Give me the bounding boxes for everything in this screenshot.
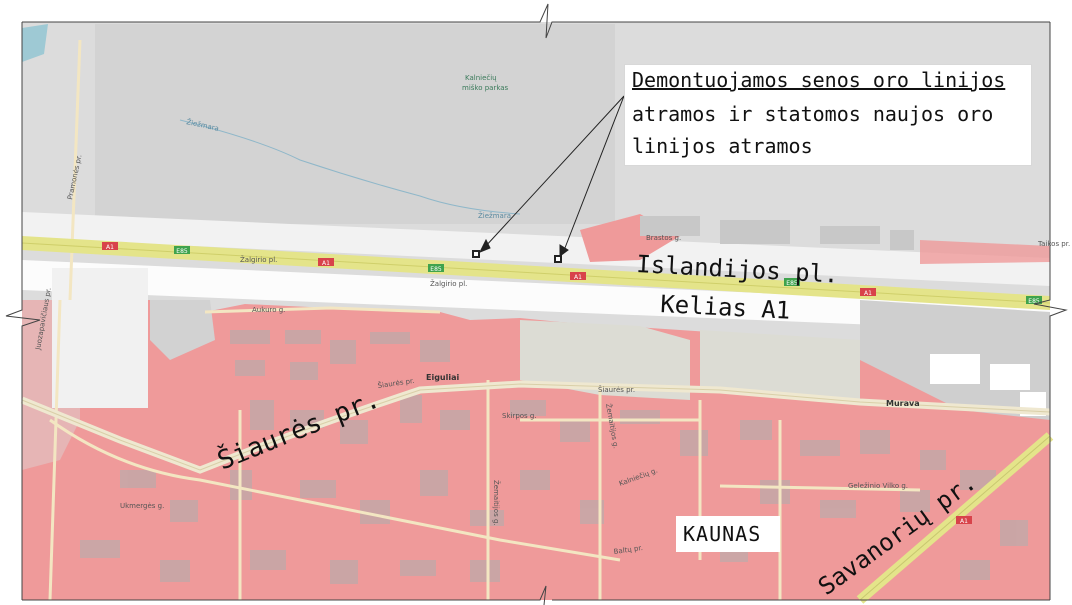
eiguliai-label: Eiguliai [426, 373, 460, 382]
callout-box [624, 64, 1032, 166]
park-label-1: Kalniečių [465, 74, 497, 82]
callout-line-2: atramos ir statomos naujos oro [632, 102, 994, 126]
route-shield-e85-3: E85 [784, 278, 800, 287]
brastos-label: Brastos g. [646, 234, 681, 242]
route-shield-e85-1: E85 [174, 246, 190, 255]
kaunas-label: KAUNAS [683, 522, 762, 546]
svg-text:A1: A1 [322, 260, 330, 267]
callout-line-3: linijos atramos [632, 134, 813, 158]
building-blocks [80, 330, 1028, 584]
svg-text:E85: E85 [1028, 298, 1040, 305]
siaures-small-label-2: Šiaurės pr. [598, 385, 635, 394]
callout-arrows [478, 95, 625, 257]
minor-roads [48, 39, 921, 601]
svg-text:A1: A1 [960, 518, 968, 525]
water-area [22, 24, 48, 62]
route-shield-e85-2: E85 [428, 264, 444, 273]
route-shield-a1-1: A1 [102, 242, 118, 251]
taikos-label: Taikos pr. [1037, 240, 1070, 248]
zalgirio-label: Žalgirio pl. [240, 255, 277, 264]
gelezinio-label: Geležinio Vilko g. [848, 482, 908, 490]
pole-marker-2 [554, 255, 562, 263]
svg-text:A1: A1 [864, 290, 872, 297]
svg-text:E85: E85 [786, 280, 798, 287]
svg-text:E85: E85 [176, 248, 188, 255]
pole-marker-1 [472, 250, 480, 258]
route-shield-a1-5: A1 [956, 516, 972, 525]
ukmerges-label: Ukmergės g. [120, 502, 164, 510]
route-shield-a1-2: A1 [318, 258, 334, 267]
murava-label: Murava [886, 399, 920, 408]
route-shield-e85-4: E85 [1026, 296, 1042, 305]
callout-line-1: Demontuojamos senos oro linijos [632, 68, 1006, 92]
svg-text:A1: A1 [574, 274, 582, 281]
kaunas-label-box [676, 516, 780, 552]
svg-text:A1: A1 [106, 244, 114, 251]
route-shield-a1-4: A1 [860, 288, 876, 297]
kelias-label: Kelias A1 [660, 290, 791, 325]
route-shield-a1-3: A1 [570, 272, 586, 281]
svg-text:E85: E85 [430, 266, 442, 273]
river [179, 119, 521, 215]
zalgirio-label-2: Žalgirio pl. [430, 279, 467, 288]
zemaitijos-label-2: Žemaitijos g. [492, 480, 501, 526]
river-label-2: Žiežmara [478, 211, 511, 220]
break-marks [5, 3, 1068, 605]
park-label-2: miško parkas [462, 84, 509, 92]
skirpos-label: Skirpos g. [502, 412, 537, 420]
aukuro-label: Aukuro g. [252, 306, 285, 314]
